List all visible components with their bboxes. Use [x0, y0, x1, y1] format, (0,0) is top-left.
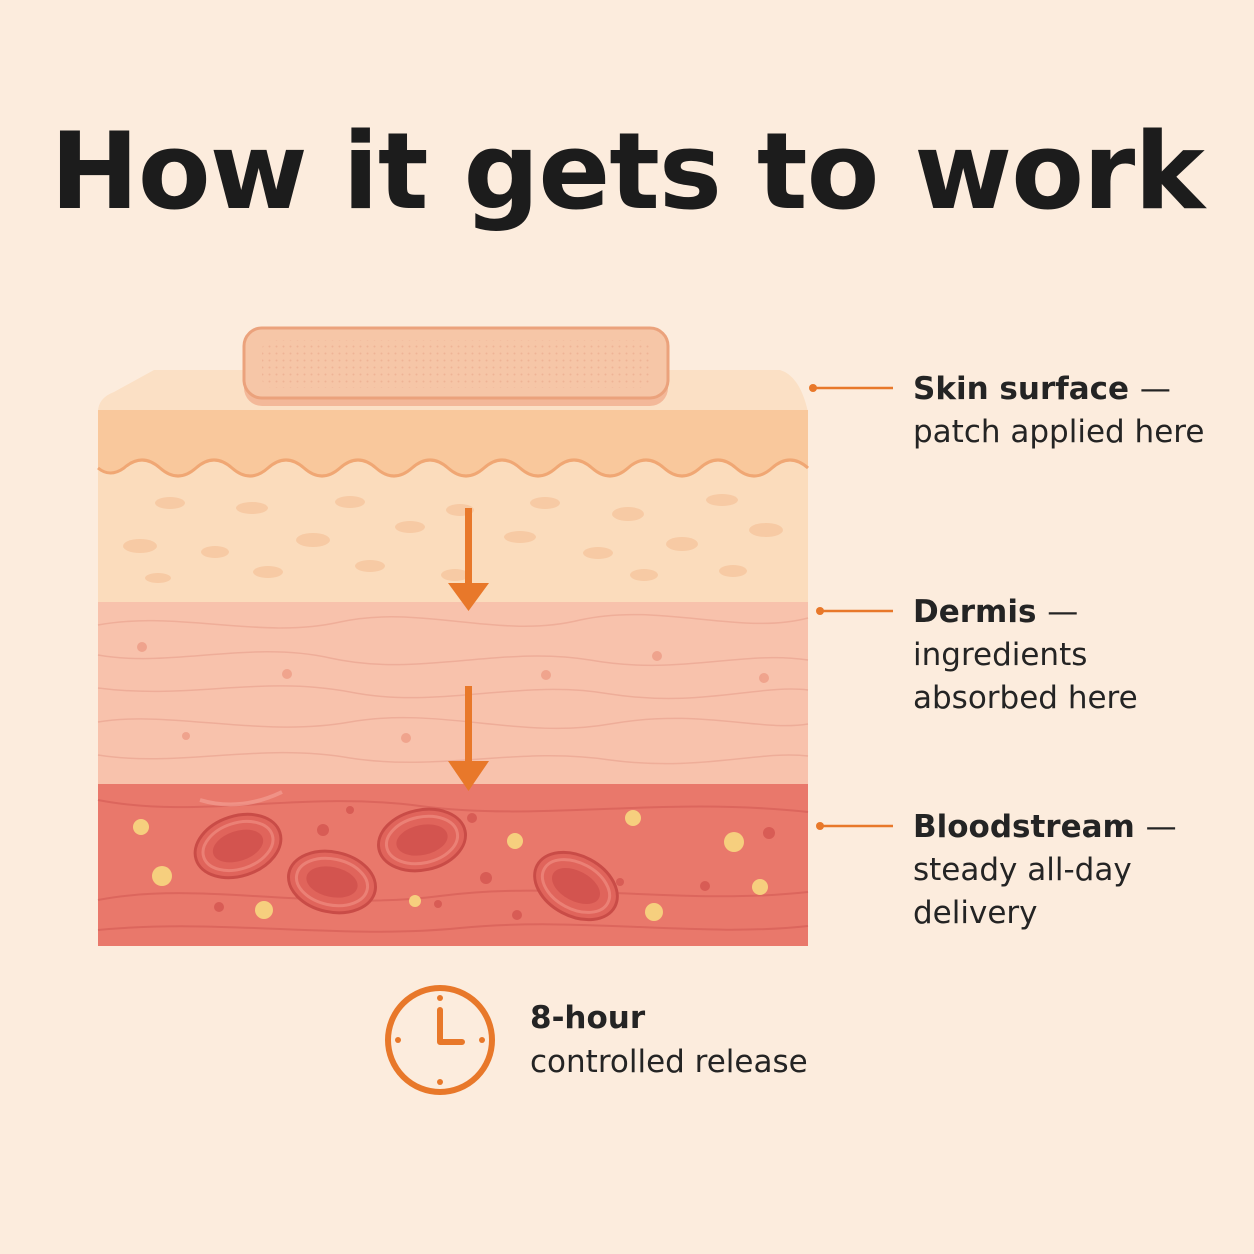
label-bloodstream: Bloodstream — steady all-day delivery	[913, 806, 1177, 935]
label-bloodstream-description: steady all-day delivery	[913, 852, 1132, 931]
label-bloodstream-title: Bloodstream	[913, 809, 1135, 845]
red-blood-cell	[193, 812, 283, 880]
callout-connector-dermis	[816, 607, 893, 615]
release-duration-label: controlled release	[530, 1044, 808, 1080]
dermis-cells	[137, 642, 769, 743]
callout-connector-bloodstream	[816, 822, 893, 830]
label-dermis: Dermis — ingredients absorbed here	[913, 591, 1143, 720]
patch	[242, 326, 670, 406]
red-blood-cell	[533, 850, 619, 922]
label-skin-surface: Skin surface — patch applied here	[913, 368, 1213, 454]
down-arrow-icon	[448, 508, 489, 611]
red-blood-cell	[377, 807, 467, 873]
clock-icon	[385, 985, 495, 1095]
page-title: How it gets to work	[50, 110, 1205, 233]
callout-connector-skin	[809, 384, 893, 392]
dermis-layer	[97, 602, 809, 786]
red-blood-cells	[193, 807, 619, 922]
label-skin-surface-description: patch applied here	[913, 414, 1205, 450]
epidermis-cells	[123, 494, 783, 583]
label-dermis-description: ingredients absorbed here	[913, 637, 1138, 716]
release-duration-value: 8-hour	[530, 1000, 646, 1036]
label-skin-surface-dash: —	[1139, 371, 1171, 407]
down-arrow-icon	[448, 686, 489, 791]
bloodstream-layer	[97, 784, 809, 946]
label-bloodstream-dash: —	[1145, 809, 1177, 845]
nutrient-particles	[133, 806, 775, 921]
release-duration: 8-hour controlled release	[530, 996, 808, 1084]
label-skin-surface-title: Skin surface	[913, 371, 1130, 407]
epidermis-layer	[97, 410, 809, 602]
label-dermis-title: Dermis	[913, 594, 1037, 630]
label-dermis-dash: —	[1047, 594, 1079, 630]
red-blood-cell	[287, 849, 377, 915]
